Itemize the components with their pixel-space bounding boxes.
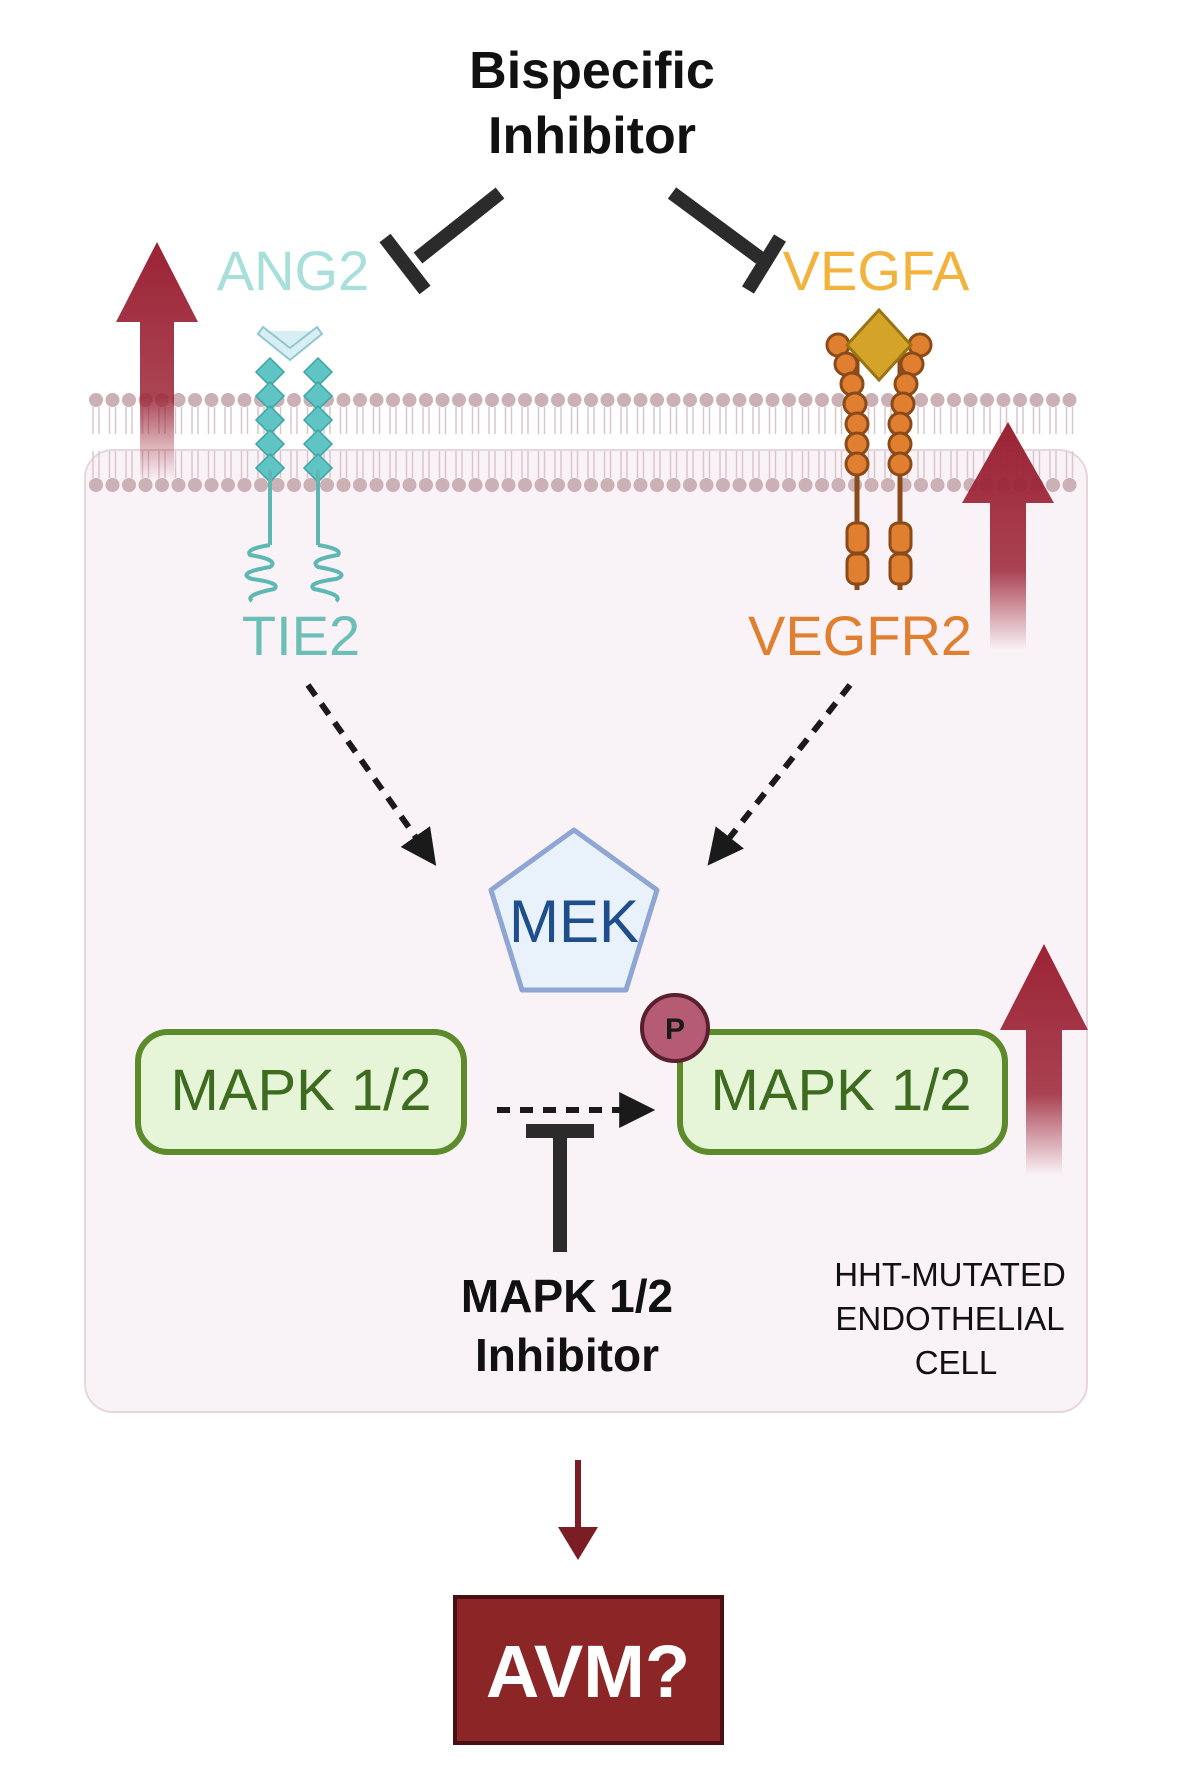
cell-label-line1: HHT-MUTATED: [834, 1256, 1066, 1293]
mapk-inhibitor-line1: MAPK 1/2: [461, 1270, 673, 1322]
vegfa-label: VEGFA: [783, 239, 970, 302]
mek-label: MEK: [509, 888, 639, 955]
vegfr2-label: VEGFR2: [748, 604, 972, 667]
bispecific-inhibitor-title-line2: Inhibitor: [488, 107, 696, 165]
tie2-label: TIE2: [242, 604, 360, 667]
phospho-label: P: [665, 1013, 685, 1046]
mapk-phosphorylated-label: MAPK 1/2: [710, 1058, 971, 1123]
cell-membrane: [89, 393, 1077, 492]
outcome-arrow: [558, 1460, 598, 1560]
upregulation-arrow-ang2: [116, 242, 198, 480]
bispecific-inhibitor-title-line1: Bispecific: [469, 42, 715, 100]
cell-label-line3: CELL: [915, 1344, 998, 1381]
vegfa-ligand-icon: [844, 307, 914, 383]
phospho-group-icon: [640, 993, 710, 1063]
mek-node: [488, 827, 660, 993]
tie2-receptor-icon: [244, 325, 344, 603]
inhibit-vegfa-symbol: [667, 187, 786, 294]
upregulation-arrow-mapk: [1000, 944, 1088, 1175]
mapk-unphosphorylated-box: [135, 1029, 467, 1155]
tie2-to-mek-arrow: [305, 683, 437, 866]
cell-label-line2: ENDOTHELIAL: [835, 1300, 1064, 1337]
mapk-inhibitor-line2: Inhibitor: [475, 1329, 659, 1381]
mapk-inhibitor-symbol: [526, 1124, 594, 1252]
inhibit-ang2-symbol: [379, 187, 505, 295]
ang2-label: ANG2: [217, 239, 370, 302]
mapk-phosphorylated-box: [677, 1029, 1008, 1155]
vegfr2-to-mek-arrow: [707, 683, 853, 866]
vegfr2-receptor-icon: [825, 307, 933, 590]
mapk-unphosphorylated-label: MAPK 1/2: [170, 1058, 431, 1123]
avm-outcome-label: AVM?: [486, 1630, 690, 1713]
upregulation-arrow-vegfr2: [962, 422, 1054, 650]
avm-outcome-box: [453, 1595, 724, 1745]
